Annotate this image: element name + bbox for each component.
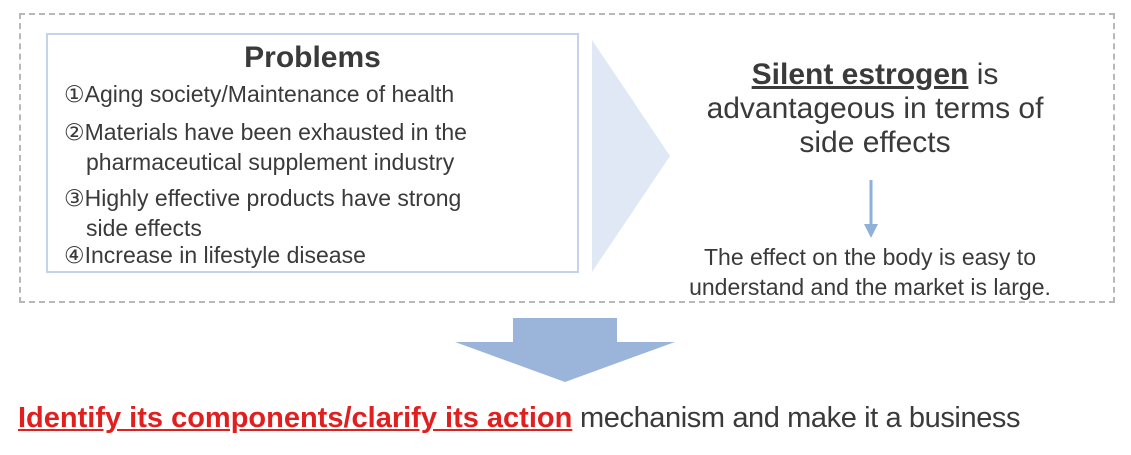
problem-item-3-text: ③Highly effective products have strong — [64, 185, 462, 211]
solution-line-3: side effects — [799, 126, 951, 159]
problem-item-1-text: ①Aging society/Maintenance of health — [64, 81, 455, 107]
solution-emphasis: Silent estrogen — [751, 58, 969, 91]
solution-line-1: Silent estrogen is — [640, 58, 1110, 92]
conclusion: Identify its components/clarify its acti… — [18, 398, 1128, 438]
problem-item-3: ③Highly effective products have strong s… — [64, 183, 461, 243]
problem-item-4: ④Increase in lifestyle disease — [64, 240, 366, 270]
down-arrow-icon — [864, 180, 878, 238]
solution-line-1-rest: is — [968, 58, 999, 91]
conclusion-rest: mechanism and make it a business — [572, 402, 1021, 434]
effect-statement: The effect on the body is easy to unders… — [620, 242, 1120, 302]
problem-item-3-continued: side effects — [86, 215, 202, 241]
problem-item-2-continued: pharmaceutical supplement industry — [86, 149, 455, 175]
chevron-arrow-icon — [592, 40, 670, 272]
problem-item-4-text: ④Increase in lifestyle disease — [64, 242, 366, 268]
effect-line-2: understand and the market is large. — [689, 274, 1051, 300]
problem-item-1: ①Aging society/Maintenance of health — [64, 79, 454, 109]
problems-title: Problems — [244, 41, 381, 74]
problem-item-2-text: ②Materials have been exhausted in the — [64, 119, 467, 145]
problem-item-2: ②Materials have been exhausted in the ph… — [64, 117, 467, 177]
dashed-frame — [19, 13, 1115, 303]
conclusion-highlight: Identify its components/clarify its acti… — [18, 402, 573, 434]
problems-box: Problems ①Aging society/Maintenance of h… — [46, 33, 579, 273]
big-down-arrow-icon — [455, 318, 675, 382]
solution-line-2: advantageous in terms of — [706, 92, 1044, 125]
effect-line-1: The effect on the body is easy to — [703, 244, 1036, 270]
solution-statement: Silent estrogen is advantageous in terms… — [640, 58, 1110, 160]
